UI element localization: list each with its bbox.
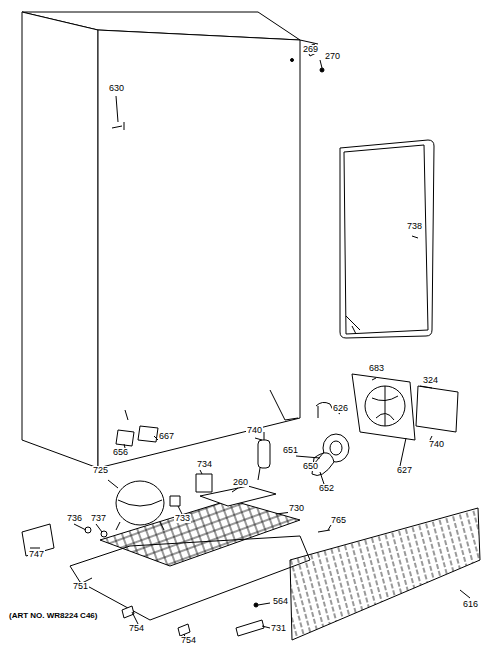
callout-number: 736 bbox=[66, 514, 83, 523]
compressor bbox=[116, 481, 164, 530]
callout-number: 731 bbox=[270, 624, 287, 633]
callout-number: 269 bbox=[302, 45, 319, 54]
callout-number: 656 bbox=[112, 448, 129, 457]
callout-number: 630 bbox=[108, 84, 125, 93]
callout-number: 683 bbox=[368, 364, 385, 373]
callout-number: 725 bbox=[92, 466, 109, 475]
callout-number: 737 bbox=[90, 514, 107, 523]
callout-number: 564 bbox=[272, 597, 289, 606]
callout-number: 740 bbox=[246, 426, 263, 435]
callout-number: 627 bbox=[396, 466, 413, 475]
callout-number: 733 bbox=[174, 514, 191, 523]
cabinet bbox=[22, 12, 318, 468]
cover-plate bbox=[416, 386, 458, 432]
callout-number: 738 bbox=[406, 222, 423, 231]
bracket bbox=[138, 426, 158, 442]
callout-number: 754 bbox=[128, 624, 145, 633]
gasket-inner bbox=[344, 145, 428, 334]
overload bbox=[170, 496, 180, 506]
callout-number: 740 bbox=[428, 440, 445, 449]
screw bbox=[318, 530, 330, 532]
drain-pan bbox=[200, 486, 276, 506]
bracket bbox=[116, 430, 134, 446]
callout-number: 747 bbox=[28, 550, 45, 559]
callout-number: 765 bbox=[330, 516, 347, 525]
base-plate bbox=[70, 536, 310, 620]
callout-number: 270 bbox=[324, 52, 341, 61]
art-number-note: (ART NO. WR8224 C46) bbox=[8, 612, 98, 620]
callout-number: 734 bbox=[196, 460, 213, 469]
fan-shroud bbox=[352, 374, 415, 440]
callout-number: 730 bbox=[288, 504, 305, 513]
callout-number: 650 bbox=[302, 462, 319, 471]
callout-number: 651 bbox=[282, 446, 299, 455]
gasket bbox=[340, 140, 434, 338]
callout-number: 751 bbox=[72, 582, 89, 591]
callout-number: 260 bbox=[232, 478, 249, 487]
callout-number: 626 bbox=[332, 404, 349, 413]
callout-number: 324 bbox=[422, 376, 439, 385]
callout-number: 616 bbox=[462, 600, 479, 609]
relay bbox=[196, 474, 212, 492]
callout-number: 754 bbox=[180, 636, 197, 645]
callout-number: 667 bbox=[158, 432, 175, 441]
callout-number: 652 bbox=[318, 484, 335, 493]
back-grille bbox=[290, 508, 480, 640]
